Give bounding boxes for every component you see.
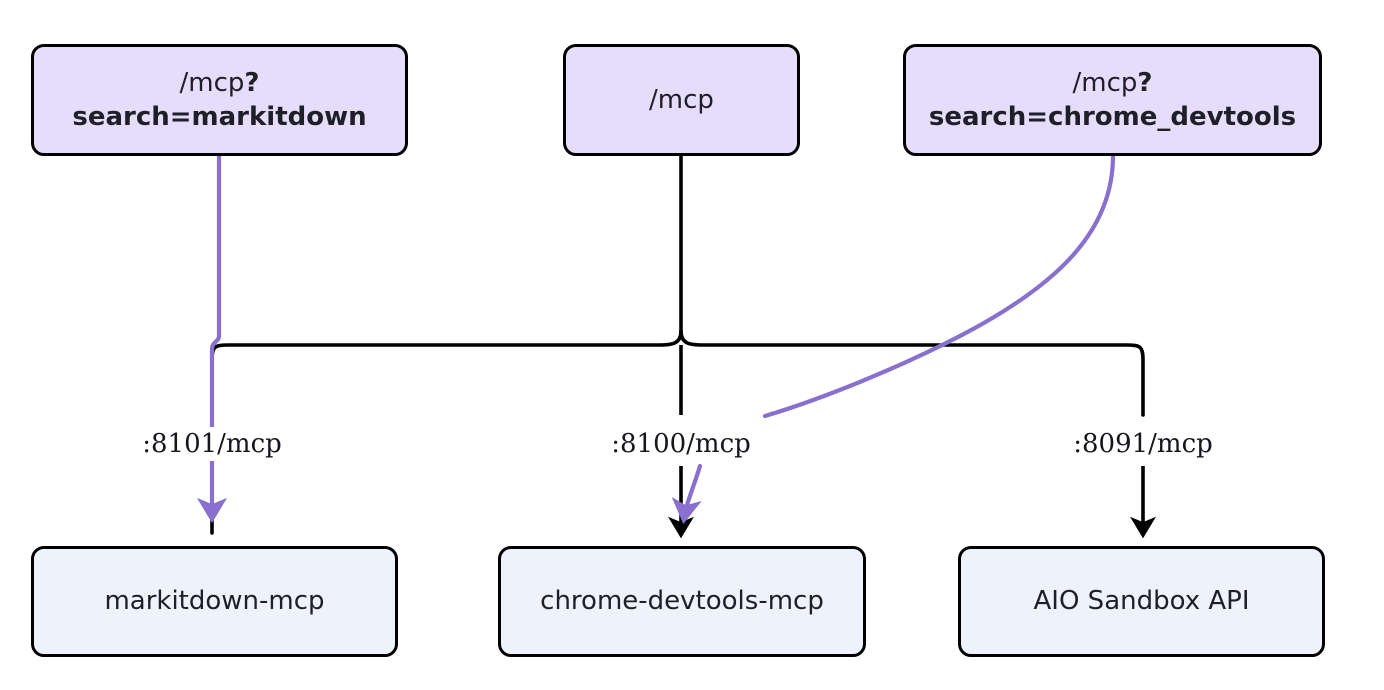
node-route-markitdown-text: /mcp? search=markitdown [34, 66, 405, 135]
node-route-chrome-devtools-line2: search=chrome_devtools [928, 102, 1297, 132]
node-service-markitdown[interactable]: markitdown-mcp [31, 546, 398, 657]
node-service-aio-sandbox[interactable]: AIO Sandbox API [958, 546, 1325, 657]
node-route-chrome-devtools[interactable]: /mcp? search=chrome_devtools [903, 44, 1322, 156]
node-route-markitdown-line2: search=markitdown [72, 102, 367, 132]
edge-chrome-devtools-route-lower [671, 463, 703, 524]
node-route-mcp[interactable]: /mcp [563, 44, 800, 156]
edge-chrome-devtools-route-upper [762, 153, 1116, 419]
node-route-chrome-devtools-line1: /mcp? [1072, 67, 1153, 98]
edge-markitdown-route [196, 153, 228, 524]
node-route-mcp-text: /mcp [566, 83, 797, 117]
edge-label-8091: :8091/mcp [1066, 427, 1220, 461]
node-service-chrome-devtools[interactable]: chrome-devtools-mcp [498, 546, 866, 657]
node-service-markitdown-label: markitdown-mcp [104, 586, 325, 617]
edge-label-8100: :8100/mcp [604, 427, 758, 461]
node-route-chrome-devtools-text: /mcp? search=chrome_devtools [906, 66, 1319, 135]
node-service-chrome-devtools-label: chrome-devtools-mcp [540, 586, 824, 617]
node-route-markitdown-line1: /mcp? [179, 67, 260, 98]
edge-label-8101: :8101/mcp [135, 427, 289, 461]
node-route-mcp-line1: /mcp [649, 84, 714, 115]
node-service-aio-sandbox-label: AIO Sandbox API [1033, 586, 1250, 617]
edge-mcp-to-aio-upper [679, 329, 1145, 417]
node-route-markitdown[interactable]: /mcp? search=markitdown [31, 44, 408, 156]
